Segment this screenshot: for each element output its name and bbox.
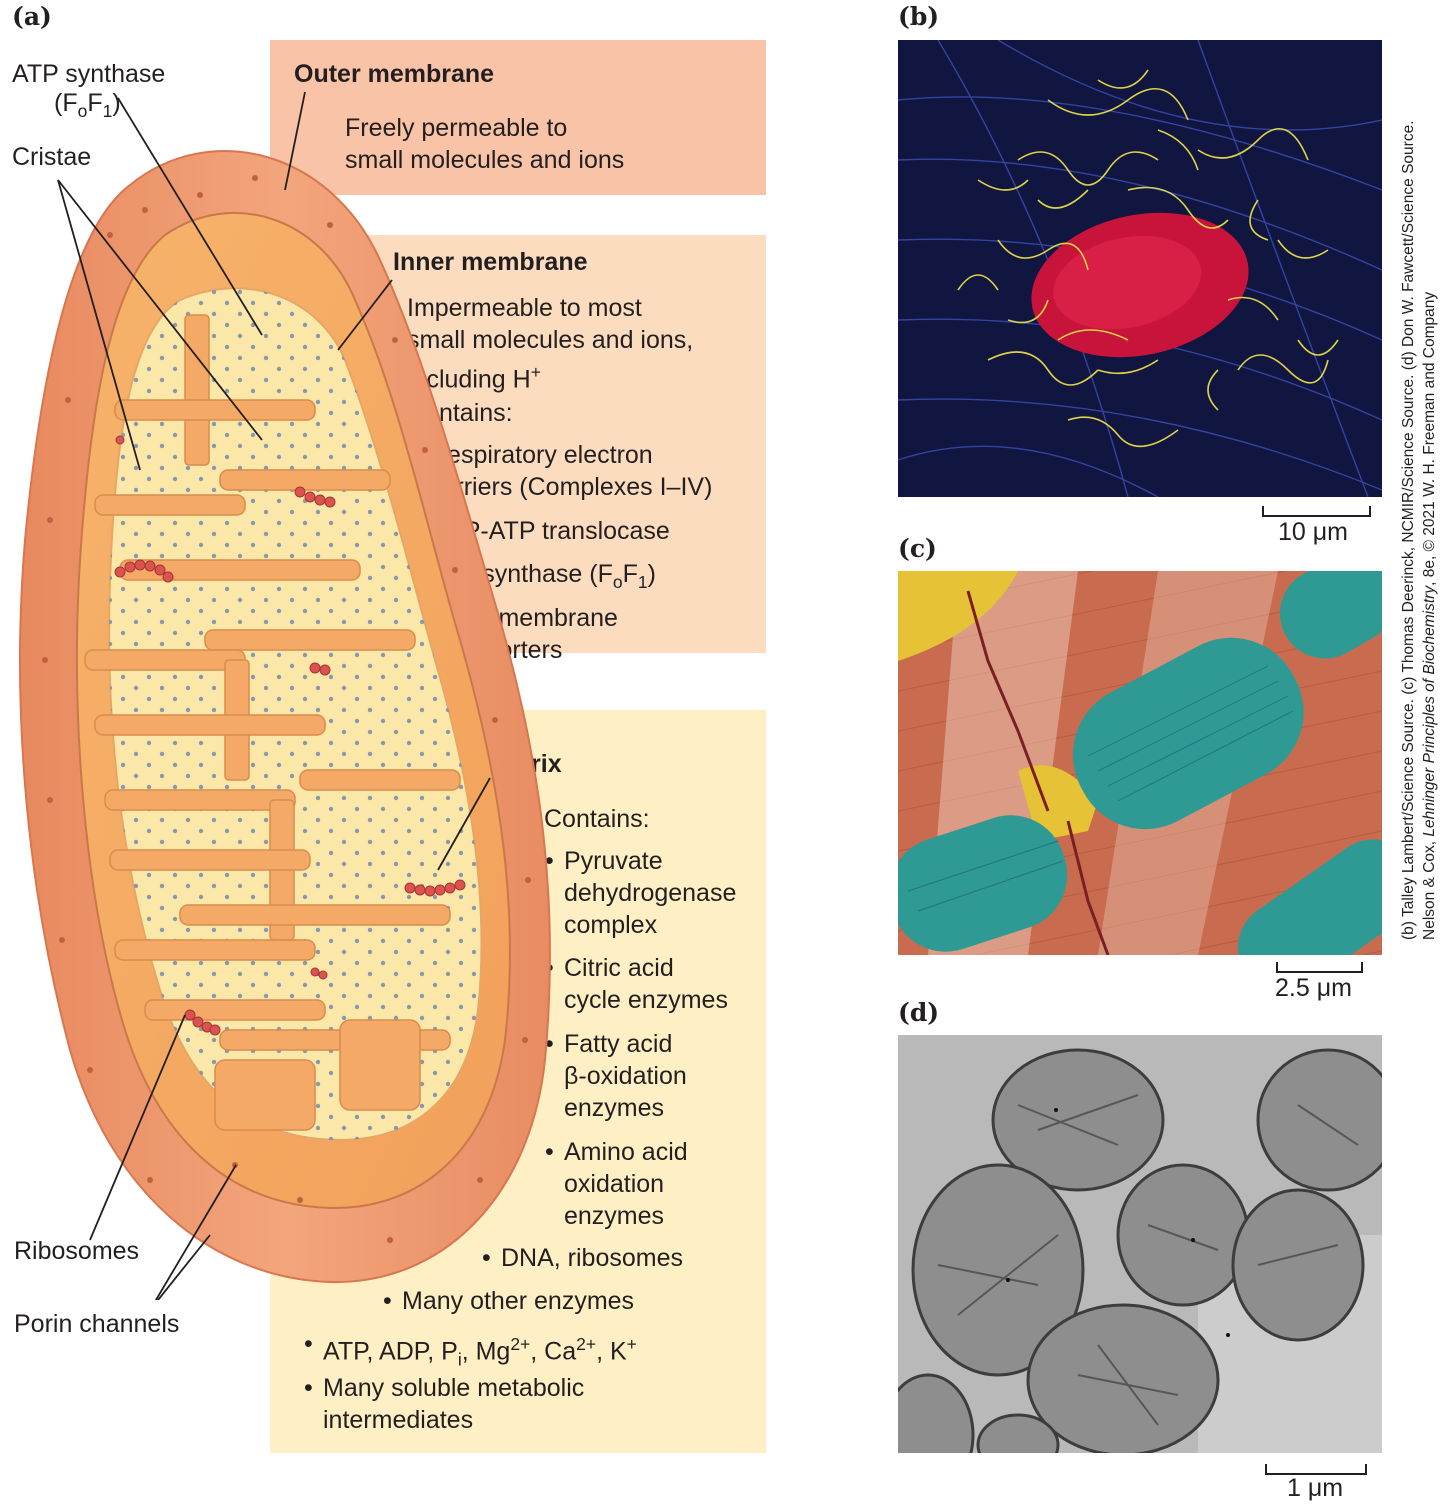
credit-line-1: (b) Talley Lambert/Science Source. (c) T… — [1400, 120, 1417, 940]
scale-label-d: 1 μm — [1287, 1474, 1344, 1502]
ribosomes-label: Ribosomes — [14, 1237, 140, 1265]
outer-membrane-desc-2: small molecules and ions — [345, 146, 625, 174]
scale-label-b: 10 μm — [1278, 518, 1348, 546]
panel-d-letter: (d) — [898, 998, 940, 1027]
fluorescence-micrograph — [898, 40, 1382, 497]
inner-membrane-desc-2: small molecules and ions, — [407, 326, 694, 354]
inner-membrane-title: Inner membrane — [393, 248, 588, 276]
matrix-bullet-7: •ATP, ADP, Pi, Mg2+, Ca2+, K+ — [304, 1330, 637, 1370]
scale-label-c: 2.5 μm — [1275, 974, 1352, 1002]
porin-channels-label: Porin channels — [14, 1310, 180, 1338]
matrix-contains: Contains: — [544, 805, 650, 833]
credit-line-2: Nelson & Cox, Lehninger Principles of Bi… — [1421, 291, 1438, 940]
panel-c-letter: (c) — [898, 534, 937, 563]
cristae-label: Cristae — [12, 143, 92, 171]
panel-b-letter: (b) — [898, 2, 940, 31]
electron-micrograph-grayscale — [898, 1035, 1382, 1453]
electron-micrograph-color — [898, 571, 1382, 955]
mitochondrion-illustration — [19, 91, 551, 1300]
scale-bar-b — [1262, 506, 1371, 517]
matrix-bullet-6: •Many other enzymes — [383, 1287, 635, 1315]
outer-membrane-title: Outer membrane — [294, 60, 495, 88]
outer-membrane-box: Outer membrane Freely permeable to small… — [270, 40, 766, 195]
outer-membrane-desc-1: Freely permeable to — [345, 114, 568, 142]
inner-membrane-desc-1: Impermeable to most — [407, 294, 642, 322]
panel-a-letter: (a) — [12, 2, 52, 31]
scale-bar-d — [1265, 1464, 1367, 1475]
atp-synthase-label: ATP synthase (FoF1) — [12, 60, 166, 121]
scale-bar-c — [1276, 962, 1363, 973]
matrix-bullet-5: •DNA, ribosomes — [482, 1244, 683, 1272]
inner-membrane-desc-3: including H+ — [407, 362, 541, 394]
image-credit: (b) Talley Lambert/Science Source. (c) T… — [1398, 40, 1440, 940]
